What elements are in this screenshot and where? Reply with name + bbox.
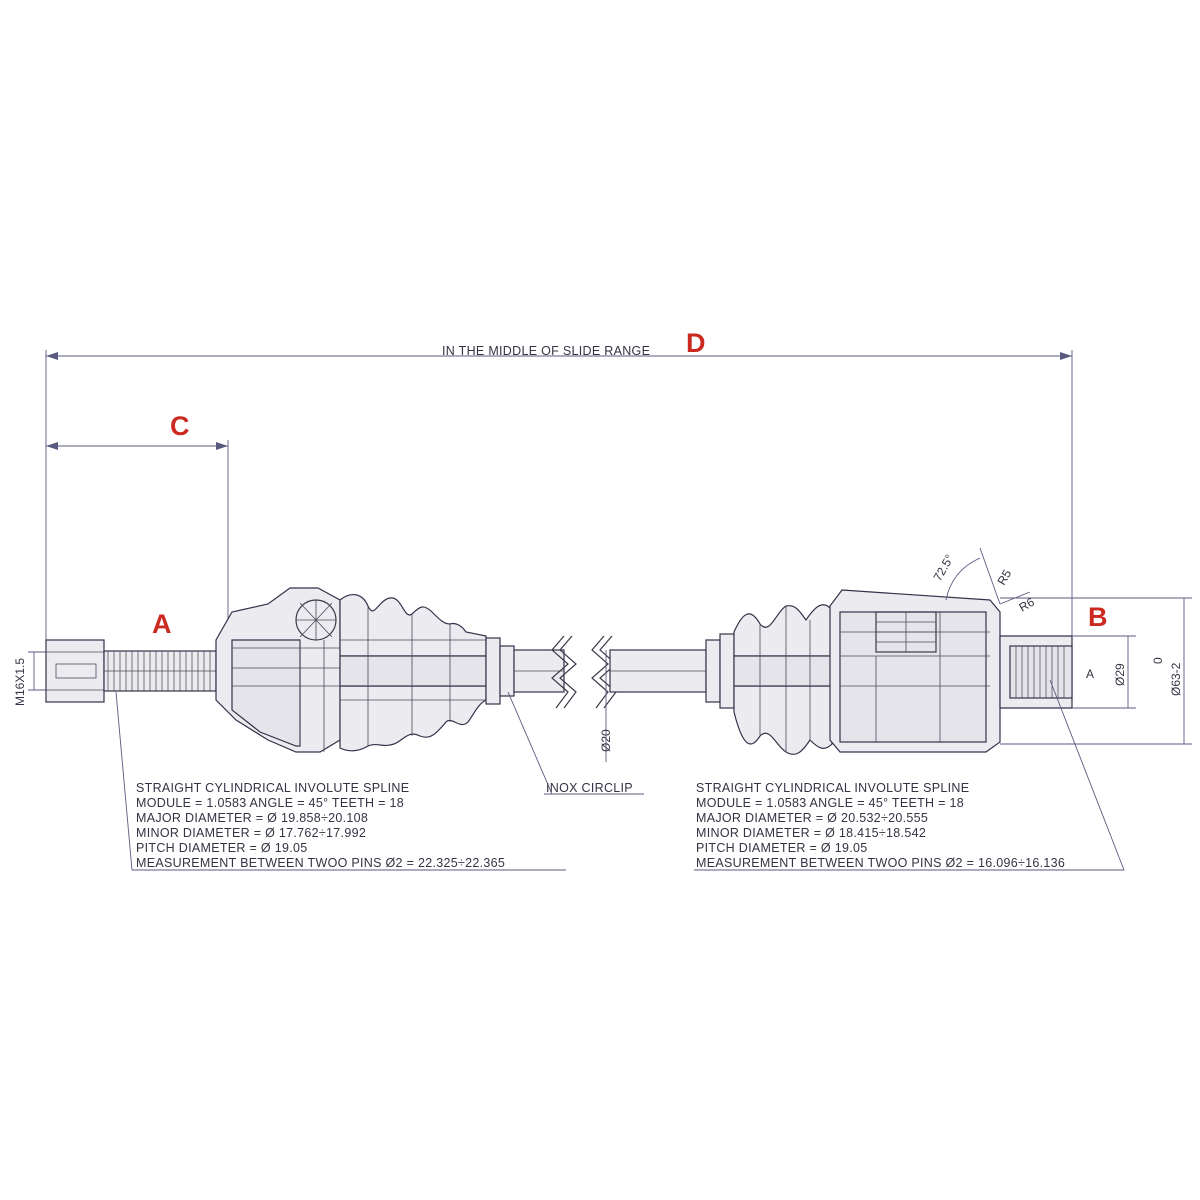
left-stub: M16X1.5 <box>13 639 217 706</box>
stub-letter: A <box>1086 667 1094 681</box>
spline-right-line-2: MODULE = 1.0583 ANGLE = 45° TEETH = 18 <box>696 796 964 810</box>
inner-cv-joint: 72.5° R5 R6 <box>829 547 1038 753</box>
spline-right-line-6: MEASUREMENT BETWEEN TWOO PINS Ø2 = 16.09… <box>696 856 1065 870</box>
stub-spline <box>1015 646 1065 698</box>
circlip-callout: INOX CIRCLIP <box>507 691 644 795</box>
radius-1-note: R5 <box>994 567 1014 588</box>
thread-note: M16X1.5 <box>13 658 27 706</box>
dimension-c: C <box>46 411 229 640</box>
angle-note: 72.5° <box>930 552 956 584</box>
spline-left-line-6: MEASUREMENT BETWEEN TWOO PINS Ø2 = 22.32… <box>136 856 505 870</box>
dimension-d: IN THE MIDDLE OF SLIDE RANGE D <box>45 328 1073 640</box>
label-a: A <box>152 609 172 639</box>
spline-note-left: STRAIGHT CYLINDRICAL INVOLUTE SPLINE MOD… <box>115 691 566 871</box>
stub-diameter-note: Ø29 <box>1113 663 1127 686</box>
shaft-diameter-note: Ø20 <box>599 729 613 752</box>
spline-left-line-1: STRAIGHT CYLINDRICAL INVOLUTE SPLINE <box>136 781 409 795</box>
spline-right-line-3: MAJOR DIAMETER = Ø 20.532÷20.555 <box>696 811 928 825</box>
spline-left-line-2: MODULE = 1.0583 ANGLE = 45° TEETH = 18 <box>136 796 404 810</box>
label-d: D <box>686 328 706 358</box>
radius-2-note: R6 <box>1017 595 1038 615</box>
inner-boot <box>705 604 833 755</box>
overall-note: IN THE MIDDLE OF SLIDE RANGE <box>442 344 650 358</box>
spline-note-right: STRAIGHT CYLINDRICAL INVOLUTE SPLINE MOD… <box>694 679 1125 871</box>
spline-right-line-4: MINOR DIAMETER = Ø 18.415÷18.542 <box>696 826 926 840</box>
spline-left-line-4: MINOR DIAMETER = Ø 17.762÷17.992 <box>136 826 366 840</box>
housing-zero-note: 0 <box>1151 657 1165 664</box>
inner-stub: A Ø29 0 Ø63-2 <box>999 597 1192 745</box>
outer-boot <box>339 594 515 752</box>
spline-left-line-5: PITCH DIAMETER = Ø 19.05 <box>136 841 307 855</box>
circlip-note: INOX CIRCLIP <box>546 781 633 795</box>
housing-diameter-note: Ø63-2 <box>1169 662 1183 696</box>
spline-right-line-5: PITCH DIAMETER = Ø 19.05 <box>696 841 867 855</box>
spline-right-line-1: STRAIGHT CYLINDRICAL INVOLUTE SPLINE <box>696 781 969 795</box>
label-b: B <box>1088 602 1108 632</box>
spline-left-line-3: MAJOR DIAMETER = Ø 19.858÷20.108 <box>136 811 368 825</box>
outer-cv-joint <box>215 587 341 753</box>
shaft-right: Ø20 <box>591 635 707 762</box>
shaft-left <box>513 635 577 709</box>
label-c: C <box>170 411 190 441</box>
